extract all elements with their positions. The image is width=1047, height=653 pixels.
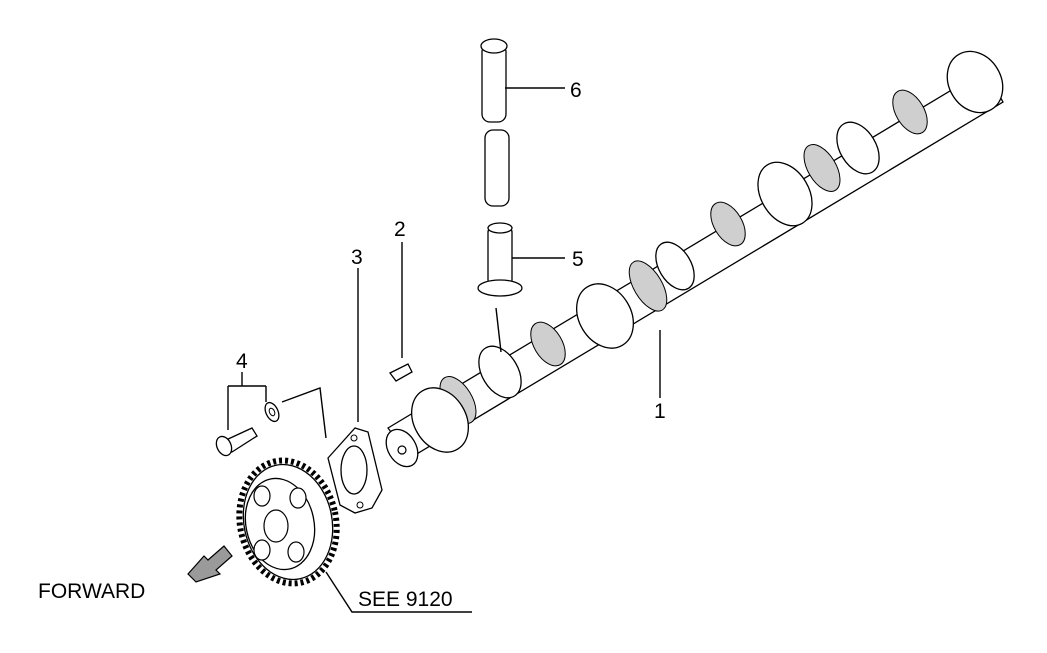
camshaft: [385, 50, 1004, 468]
callout-3: 3: [351, 246, 363, 269]
camshaft-lobes: [439, 50, 1004, 424]
pushrod: [480, 38, 510, 207]
woodruff-key: [389, 363, 413, 382]
callout-4: 4: [236, 350, 248, 373]
callout-6: 6: [570, 79, 582, 102]
reference-label: SEE 9120: [358, 588, 453, 611]
callout-2: 2: [394, 218, 406, 241]
thrust-plate: [327, 427, 383, 514]
callout-5: 5: [572, 248, 584, 271]
leader-lines: [227, 87, 661, 613]
callout-1: 1: [654, 400, 666, 423]
forward-arrow-icon: [187, 545, 233, 583]
tappet: [477, 222, 523, 297]
forward-label: FORWARD: [38, 580, 145, 603]
camshaft-gear: [236, 457, 340, 587]
bolt-and-washer: [215, 401, 280, 457]
